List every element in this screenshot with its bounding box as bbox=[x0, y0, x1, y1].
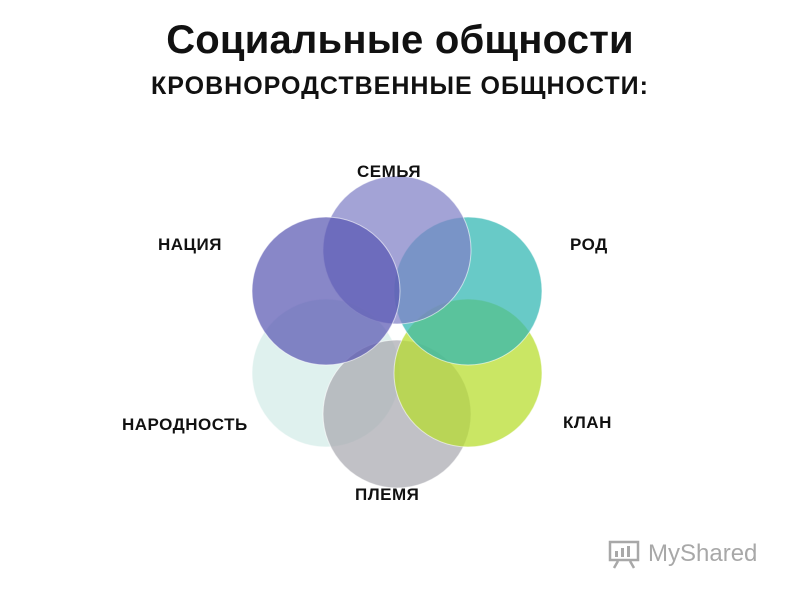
circle-natsiya bbox=[251, 216, 401, 366]
node-label-narodnost: НАРОДНОСТЬ bbox=[122, 415, 248, 434]
node-label-semya: СЕМЬЯ bbox=[357, 162, 422, 181]
slide-subtitle: КРОВНОРОДСТВЕННЫЕ ОБЩНОСТИ: bbox=[151, 72, 649, 100]
slide-title: Социальные общности bbox=[166, 18, 634, 62]
presentation-board-icon bbox=[608, 540, 640, 569]
node-label-klan: КЛАН bbox=[563, 413, 612, 432]
node-label-rod: РОД bbox=[570, 235, 608, 254]
watermark: MyShared bbox=[608, 538, 757, 570]
node-label-plemya: ПЛЕМЯ bbox=[355, 485, 420, 504]
watermark-text: MyShared bbox=[648, 540, 758, 567]
node-label-natsiya: НАЦИЯ bbox=[158, 235, 222, 254]
